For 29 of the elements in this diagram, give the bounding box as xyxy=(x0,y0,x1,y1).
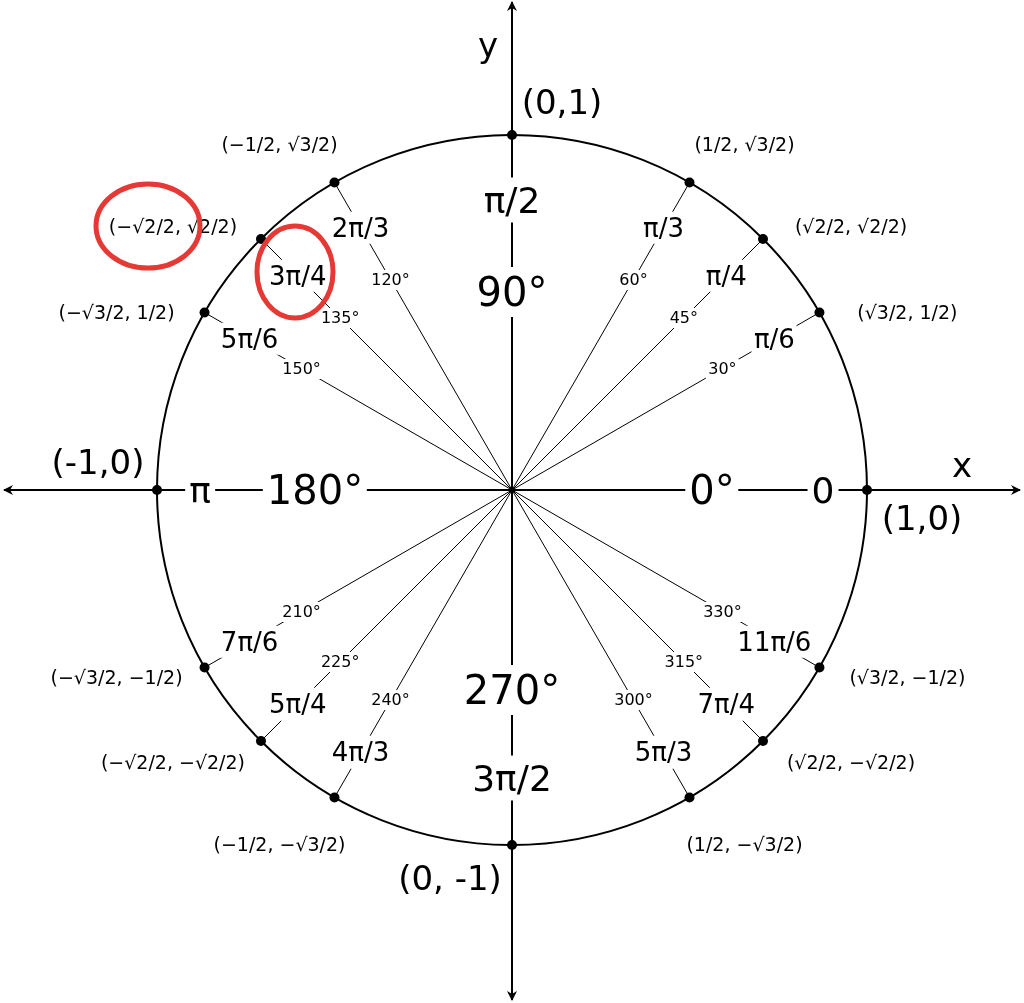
degree-label: 210° xyxy=(280,601,323,622)
radian-label: 5π/6 xyxy=(218,322,281,355)
coordinate-label: (1,0) xyxy=(881,496,963,540)
coordinate-label: (−1/2, √3/2) xyxy=(221,132,338,157)
radian-label: 7π/6 xyxy=(218,625,281,658)
coordinate-label: (1/2, √3/2) xyxy=(694,132,795,157)
degree-label: 300° xyxy=(612,690,655,711)
coordinate-label: (√3/2, 1/2) xyxy=(857,300,958,325)
coordinate-label: (√2/2, √2/2) xyxy=(794,215,908,239)
degree-label: 60° xyxy=(617,269,650,290)
coordinate-label: (−√2/2, −√2/2) xyxy=(100,751,246,775)
coordinate-label: (−√3/2, 1/2) xyxy=(58,300,175,325)
coordinate-label: (−1/2, −√3/2) xyxy=(213,833,346,858)
axis-label: x xyxy=(951,443,973,487)
degree-label: 330° xyxy=(701,601,744,622)
coordinate-label: (√3/2, −1/2) xyxy=(849,665,966,690)
radian-label: 3π/4 xyxy=(267,259,329,292)
coordinate-label: (0,1) xyxy=(521,80,603,124)
coordinate-label: (√2/2, −√2/2) xyxy=(786,751,916,775)
coordinate-label: (0, -1) xyxy=(398,856,502,900)
coordinate-label: (-1,0) xyxy=(51,440,145,484)
axis-label: y xyxy=(477,23,499,67)
radian-label: π/4 xyxy=(703,259,749,292)
coordinate-label: (1/2, −√3/2) xyxy=(686,833,803,858)
radian-label: π/6 xyxy=(751,322,797,355)
degree-label: 30° xyxy=(706,358,739,379)
coordinate-label: (−√3/2, −1/2) xyxy=(50,665,183,690)
degree-label: 240° xyxy=(369,690,412,711)
degree-label: 45° xyxy=(667,308,700,329)
